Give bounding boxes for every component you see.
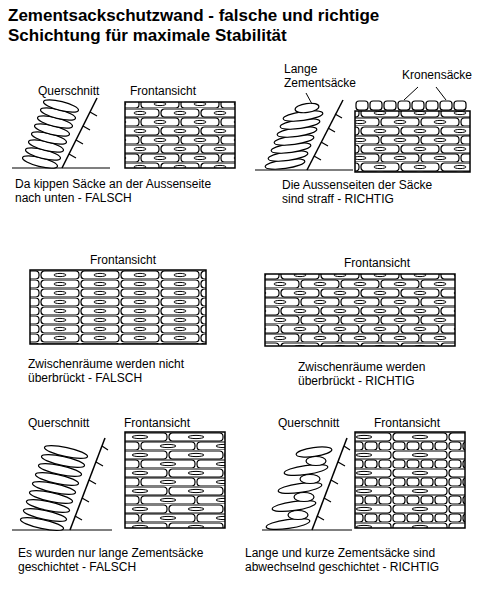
sandbag	[44, 443, 89, 461]
caption-note: Zwischenräume werden überbrückt - RICHTI…	[298, 360, 468, 388]
view-label: Frontansicht	[124, 416, 190, 430]
sandbag	[300, 475, 320, 484]
crown-sandbags	[356, 101, 466, 110]
cross-section	[12, 97, 110, 170]
front-view-wall	[355, 111, 470, 172]
leader-line	[306, 93, 312, 104]
cross-section	[12, 438, 112, 533]
crown-sandbag	[294, 102, 319, 114]
leader-line	[404, 87, 446, 100]
crown-sandbag	[398, 101, 410, 110]
crown-sandbag	[440, 101, 452, 110]
front-view-wall	[265, 274, 455, 346]
crown-sandbag	[370, 101, 382, 110]
sandbag	[294, 493, 314, 502]
view-label: Frontansicht	[374, 416, 440, 430]
front-view-wall	[125, 102, 235, 168]
caption-note: Es wurden nur lange Zementsäcke geschich…	[18, 546, 226, 574]
caption-note: Da kippen Säcke an der Aussenseite nach …	[15, 177, 240, 205]
diagram-title: Zementsackschutzwand - falsche und richt…	[8, 6, 448, 46]
view-label: Querschnitt	[28, 416, 89, 430]
crown-sandbag	[384, 101, 396, 110]
view-label: Frontansicht	[344, 256, 410, 270]
sandbag	[296, 445, 333, 459]
crown-sandbag	[426, 101, 438, 110]
ground-line	[12, 167, 110, 168]
ground-line	[255, 169, 353, 170]
view-label: Frontansicht	[90, 253, 156, 267]
part-label: Lange Zementsäcke	[284, 62, 360, 90]
front-view-wall	[30, 270, 206, 344]
view-label: Frontansicht	[130, 84, 196, 98]
view-label: Querschnitt	[38, 84, 99, 98]
caption-note: Lange und kurze Zementsäcke sind abwechs…	[245, 546, 463, 574]
crown-sandbag	[454, 101, 466, 110]
crown-sandbag	[356, 101, 368, 110]
view-label: Querschnitt	[278, 416, 339, 430]
part-label: Kronensäcke	[402, 68, 472, 82]
front-view-wall	[125, 432, 225, 528]
front-view-wall	[355, 432, 465, 528]
crown-sandbag	[412, 101, 424, 110]
caption-note: Zwischenräume werden nicht überbrückt - …	[28, 357, 210, 385]
cross-section	[262, 438, 352, 532]
sandbag	[42, 97, 79, 114]
sandbag	[306, 457, 326, 466]
cross-section	[255, 100, 353, 171]
sandbag	[288, 511, 308, 520]
caption-note: Die Aussenseiten der Säcke sind straff -…	[282, 178, 454, 206]
